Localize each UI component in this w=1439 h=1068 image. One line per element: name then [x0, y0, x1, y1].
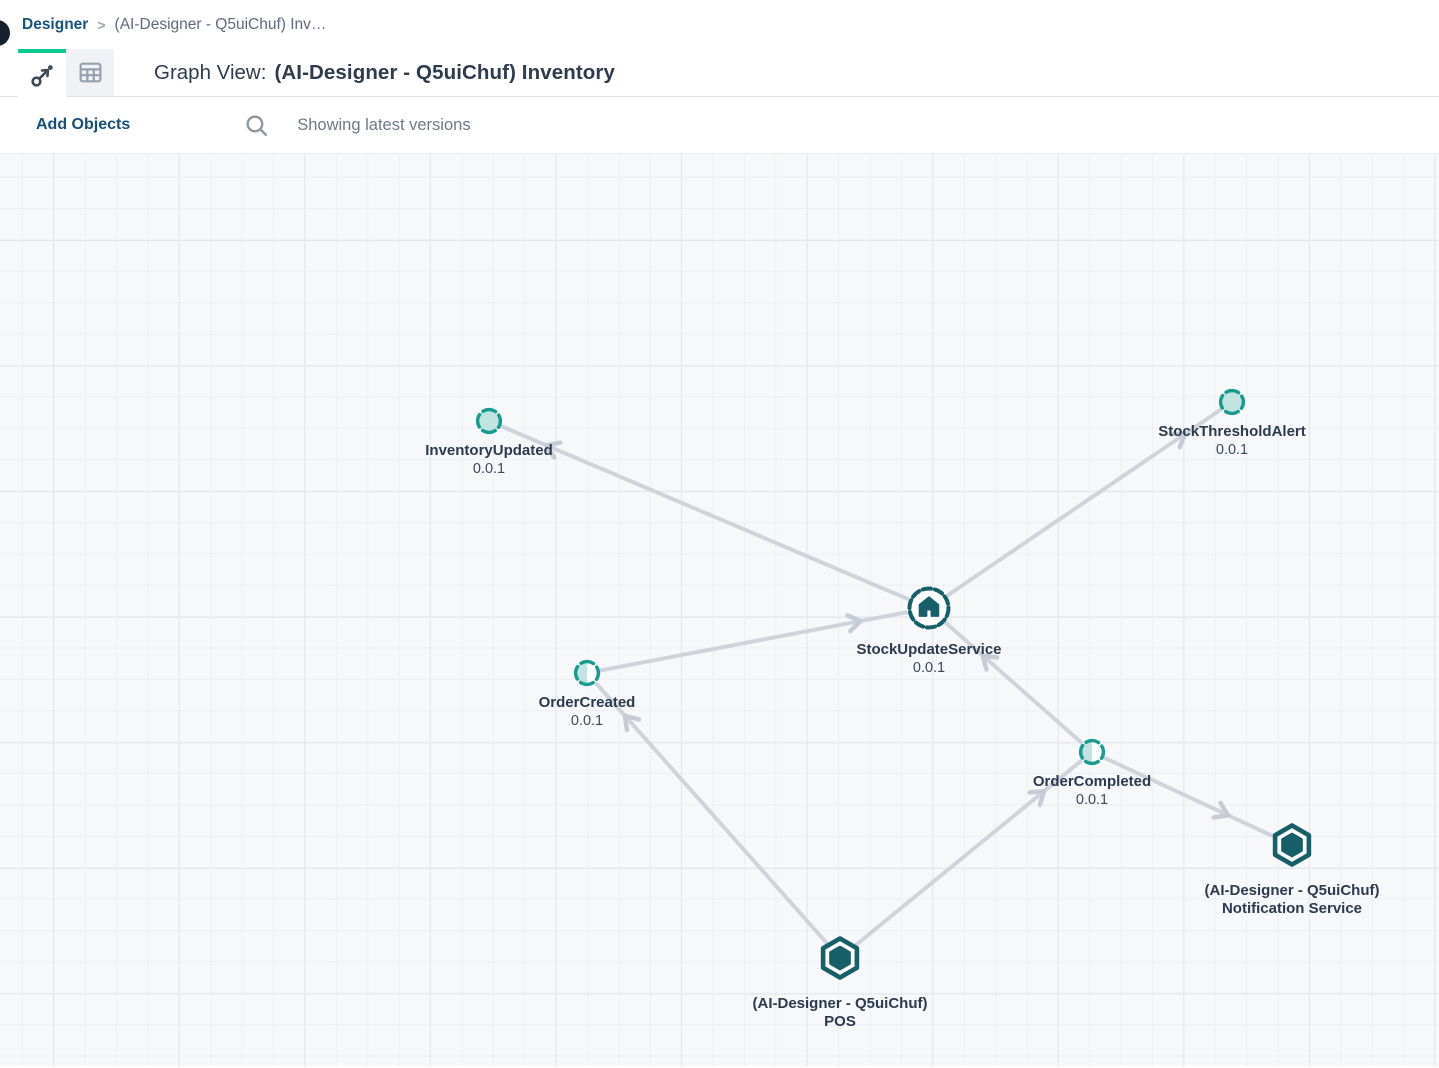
- external-system-hexagon-icon: [820, 936, 860, 980]
- event-circle-icon: [475, 407, 503, 435]
- page-title: Graph View: (AI-Designer - Q5uiChuf) Inv…: [154, 49, 615, 96]
- breadcrumb-designer-link[interactable]: Designer: [22, 15, 89, 33]
- graph-edge-OrderCompleted-StockUpdateService: [927, 606, 1094, 754]
- edge-arrow-icon: [1027, 788, 1047, 808]
- graph-node-OrderCreated[interactable]: OrderCreated 0.0.1: [427, 658, 747, 730]
- node-label-line2: Notification Service: [1221, 900, 1363, 917]
- graph-node-OrderCompleted[interactable]: OrderCompleted 0.0.1: [932, 737, 1252, 809]
- search-icon: [246, 114, 268, 136]
- node-version: 0.0.1: [1215, 442, 1249, 458]
- graph-node-POS[interactable]: (AI-Designer - Q5uiChuf)POS: [680, 932, 1000, 1031]
- edge-arrow-icon: [845, 613, 863, 634]
- graph-toolbar: Add Objects Showing latest versions: [0, 97, 1439, 154]
- tab-table-view[interactable]: [66, 49, 114, 96]
- edges-layer: [487, 400, 1294, 960]
- graph-node-NotificationService[interactable]: (AI-Designer - Q5uiChuf)Notification Ser…: [1132, 819, 1439, 918]
- node-version: 0.0.1: [912, 660, 946, 676]
- graph-edge-OrderCreated-StockUpdateService: [585, 606, 931, 675]
- graph-edge-POS-OrderCompleted: [838, 750, 1094, 960]
- node-label-line2: POS: [824, 1013, 856, 1030]
- node-label: OrderCompleted: [1032, 773, 1152, 790]
- edge-arrow-icon: [1211, 800, 1231, 820]
- node-version: 0.0.1: [472, 461, 506, 477]
- edge-arrow-icon: [543, 440, 563, 460]
- node-label: OrderCreated: [538, 694, 636, 711]
- graph-edge-OrderCompleted-NotificationService: [1090, 750, 1294, 847]
- graph-node-InventoryUpdated[interactable]: InventoryUpdated 0.0.1: [329, 406, 649, 478]
- view-tab-bar: Graph View: (AI-Designer - Q5uiChuf) Inv…: [0, 49, 1439, 97]
- edge-arrow-icon: [980, 653, 1000, 672]
- graph-edge-StockUpdateService-StockThresholdAlert: [927, 400, 1234, 610]
- window-edge-dot: [0, 20, 10, 46]
- graph-node-StockThresholdAlert[interactable]: StockThresholdAlert 0.0.1: [1072, 387, 1392, 459]
- event-circle-icon: [1078, 738, 1106, 766]
- table-icon: [79, 62, 101, 83]
- graph-node-StockUpdateService[interactable]: StockUpdateService 0.0.1: [769, 583, 1089, 677]
- page-title-prefix: Graph View:: [154, 60, 267, 84]
- search-control[interactable]: [244, 113, 269, 138]
- add-objects-button[interactable]: Add Objects: [36, 116, 131, 133]
- breadcrumb: Designer > (AI-Designer - Q5uiChuf) Inv…: [0, 0, 1439, 49]
- graph-edge-StockUpdateService-InventoryUpdated: [487, 419, 931, 610]
- node-label: (AI-Designer - Q5uiChuf): [1204, 882, 1380, 899]
- external-system-hexagon-icon: [1272, 823, 1312, 867]
- tab-graph-view[interactable]: [18, 49, 66, 97]
- event-circle-icon: [573, 659, 601, 687]
- breadcrumb-current: (AI-Designer - Q5uiChuf) Inv…: [114, 15, 327, 33]
- node-label: StockUpdateService: [856, 641, 1002, 658]
- edge-arrow-icon: [622, 713, 642, 733]
- search-status-text: Showing latest versions: [297, 115, 471, 134]
- breadcrumb-separator-icon: >: [97, 16, 106, 33]
- service-house-icon: [907, 586, 951, 630]
- node-label: InventoryUpdated: [425, 442, 553, 459]
- page-title-name: (AI-Designer - Q5uiChuf) Inventory: [274, 60, 615, 84]
- event-circle-icon: [1218, 388, 1246, 416]
- node-label: (AI-Designer - Q5uiChuf): [752, 995, 928, 1012]
- node-label: StockThresholdAlert: [1158, 423, 1306, 440]
- node-version: 0.0.1: [1075, 792, 1109, 808]
- edge-arrow-icon: [1168, 431, 1188, 450]
- graph-icon: [30, 64, 53, 87]
- node-version: 0.0.1: [570, 713, 604, 729]
- graph-edge-POS-OrderCreated: [585, 671, 842, 960]
